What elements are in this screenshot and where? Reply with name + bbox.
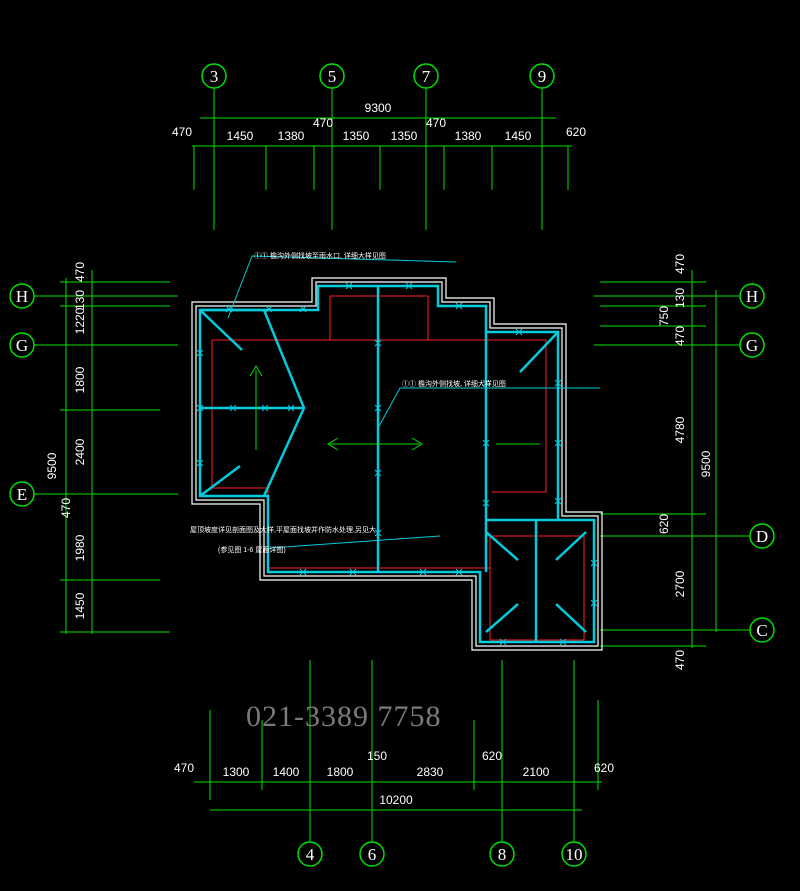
dimension-value: 1300	[223, 765, 250, 779]
dimension-value: 2700	[673, 570, 687, 597]
axis-bubble-label: G	[746, 336, 758, 355]
dimension-value: 470	[59, 498, 73, 518]
dimension-total: 9500	[699, 450, 713, 477]
note-text: (参见图 1-6 屋面详图)	[218, 545, 286, 554]
dimension-value: 1350	[343, 129, 370, 143]
dimension-total: 9500	[45, 452, 59, 479]
right-dimensions: 470 130 750 470 4780 620 2700 470 9500	[657, 254, 713, 670]
dimension-value: 2400	[73, 438, 87, 465]
axis-bubble-label: H	[746, 287, 758, 306]
axis-bubble-label: 6	[368, 845, 377, 864]
axis-bubble-label: H	[16, 287, 28, 306]
dimension-value: 4780	[673, 416, 687, 443]
dimension-value: 130	[73, 290, 87, 310]
axis-bubble-label: 5	[328, 67, 337, 86]
left-axis-bubbles: H G E	[9, 283, 35, 507]
note-text: ①① 檐沟外侧找坡至雨水口, 详细大样见图	[254, 251, 386, 260]
top-dimensions: 9300 470 1450 1380 470 1350 1350 470 138…	[172, 101, 586, 143]
dimension-value: 1400	[273, 765, 300, 779]
building-outline	[191, 277, 603, 651]
dimension-value: 620	[594, 761, 614, 775]
dimension-value: 470	[673, 326, 687, 346]
left-dimensions: 470 130 1220 1800 2400 470 1980 1450 950…	[45, 262, 87, 620]
dimension-value: 470	[174, 761, 194, 775]
dimension-value: 1380	[278, 129, 305, 143]
dimension-value: 470	[673, 254, 687, 274]
axis-bubble-label: 8	[498, 845, 507, 864]
dimension-value: 1350	[391, 129, 418, 143]
note-text: ①① 檐沟外侧找坡, 详细大样见图	[402, 379, 506, 388]
dimension-value: 620	[482, 749, 502, 763]
axis-bubble-label: 10	[566, 845, 583, 864]
dimension-value: 470	[313, 116, 333, 130]
dimension-value: 150	[367, 749, 387, 763]
dimension-value: 1220	[73, 307, 87, 334]
axis-bubble-label: 7	[422, 67, 431, 86]
left-axis-lines	[34, 270, 178, 634]
slope-arrows	[249, 365, 540, 451]
dimension-value: 1380	[455, 129, 482, 143]
dimension-value: 750	[657, 306, 671, 326]
note-text: 屋顶坡度详见剖面图及大样,平屋面找坡并作防水处理,另见大	[190, 525, 376, 534]
axis-bubble-label: C	[756, 621, 767, 640]
right-axis-lines	[594, 270, 750, 648]
dimension-value: 2100	[523, 765, 550, 779]
dimension-value: 620	[566, 125, 586, 139]
axis-bubble-label: 3	[210, 67, 219, 86]
annotation-notes: ①① 檐沟外侧找坡至雨水口, 详细大样见图 ①① 檐沟外侧找坡, 详细大样见图 …	[190, 251, 506, 554]
dimension-value: 1800	[327, 765, 354, 779]
axis-bubble-label: G	[16, 336, 28, 355]
roof-gutter-lines	[198, 284, 596, 644]
bottom-axis-bubbles: 4 6 8 10	[297, 841, 587, 867]
note-leaders	[227, 255, 600, 549]
dimension-value: 470	[426, 116, 446, 130]
dimension-total: 9300	[365, 101, 392, 115]
top-axis-lines	[192, 88, 572, 230]
dimension-value: 1450	[227, 129, 254, 143]
dimension-total: 10200	[379, 793, 413, 807]
dimension-value: 1450	[505, 129, 532, 143]
top-axis-bubbles: 3 5 7 9	[201, 63, 555, 89]
dimension-value: 470	[73, 262, 87, 282]
dimension-value: 620	[657, 514, 671, 534]
dimension-value: 470	[172, 125, 192, 139]
dimension-value: 1450	[73, 592, 87, 619]
axis-bubble-label: D	[756, 527, 768, 546]
bottom-dimensions: 470 1300 1400 1800 150 2830 620 2100 620…	[174, 749, 614, 807]
dimension-value: 470	[673, 650, 687, 670]
axis-bubble-label: 4	[306, 845, 315, 864]
dimension-value: 2830	[417, 765, 444, 779]
roof-ridge-lines	[211, 295, 585, 641]
dimension-value: 1800	[73, 366, 87, 393]
dimension-value: 130	[673, 288, 687, 308]
axis-bubble-label: E	[17, 485, 27, 504]
bottom-axis-lines	[194, 660, 602, 842]
dimension-value: 1980	[73, 534, 87, 561]
axis-bubble-label: 9	[538, 67, 547, 86]
right-axis-bubbles: H G D C	[739, 283, 775, 643]
gutter-markers	[196, 282, 598, 646]
phone-watermark: 021-3389 7758	[246, 700, 442, 733]
